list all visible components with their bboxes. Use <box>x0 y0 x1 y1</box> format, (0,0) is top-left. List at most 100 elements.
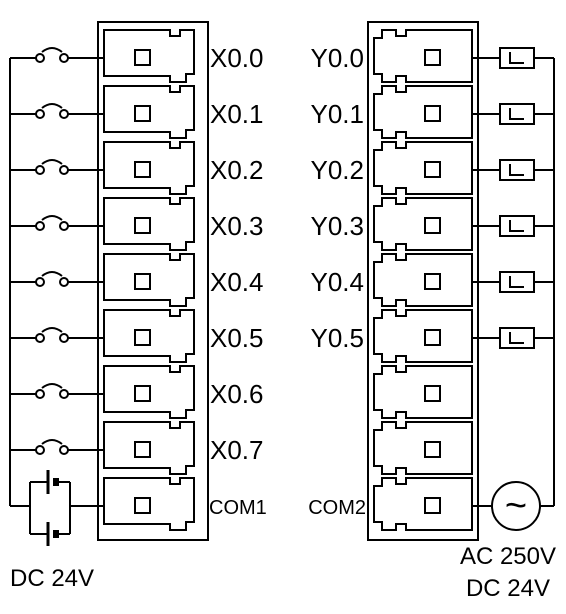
input-terminal <box>103 253 195 307</box>
terminal-cell <box>103 253 195 307</box>
switch-icon <box>10 159 104 175</box>
input-label: X0.2 <box>210 155 264 185</box>
input-terminal <box>103 365 195 419</box>
input-terminal <box>103 309 195 363</box>
contact <box>35 165 45 175</box>
switch-lever <box>41 271 63 277</box>
terminal-cell <box>373 421 473 475</box>
screw-icon <box>424 273 441 290</box>
switch-lever <box>41 159 63 165</box>
input-terminal <box>103 477 195 531</box>
terminal-cell <box>373 365 473 419</box>
output-label: Y0.5 <box>311 323 365 353</box>
screw-icon <box>134 105 151 122</box>
input-terminal <box>103 421 195 475</box>
contact <box>59 53 69 63</box>
input-terminal <box>103 85 195 139</box>
input-block-frame <box>97 21 209 541</box>
screw-icon <box>424 441 441 458</box>
input-common-label: COM1 <box>209 497 267 519</box>
terminal-cell <box>373 85 473 139</box>
input-label: X0.5 <box>210 323 264 353</box>
load-icon <box>472 103 554 125</box>
output-label: Y0.0 <box>311 43 365 73</box>
switch-lever <box>41 383 63 389</box>
load-box <box>499 103 535 125</box>
load-box <box>499 271 535 293</box>
terminal-cell <box>103 477 195 531</box>
contact <box>59 445 69 455</box>
input-label: X0.4 <box>210 267 264 297</box>
input-label: X0.6 <box>210 379 264 409</box>
switch-lever <box>41 47 63 53</box>
contact <box>59 389 69 399</box>
contact <box>35 109 45 119</box>
load-mark <box>509 108 524 120</box>
screw-icon <box>134 49 151 66</box>
switch-icon <box>10 47 104 63</box>
output-terminal-block <box>367 21 479 541</box>
input-label: X0.7 <box>210 435 264 465</box>
contact <box>59 165 69 175</box>
screw-icon <box>424 105 441 122</box>
load-mark <box>509 164 524 176</box>
ac-source-icon: ~ <box>472 481 554 531</box>
terminal-cell <box>103 365 195 419</box>
contact <box>35 389 45 399</box>
switch-icon <box>10 215 104 231</box>
switch-icon <box>10 383 104 399</box>
load-mark <box>509 52 524 64</box>
output-terminal <box>373 85 473 139</box>
battery-icon <box>10 470 104 546</box>
contact <box>35 445 45 455</box>
load-mark <box>509 220 524 232</box>
terminal-cell <box>103 421 195 475</box>
output-terminal <box>373 309 473 363</box>
output-supply-label-line2: DC 24V <box>466 575 550 602</box>
output-supply-label-line1: AC 250V <box>460 543 556 570</box>
load-box <box>499 47 535 69</box>
load-box <box>499 327 535 349</box>
terminal-cell <box>103 85 195 139</box>
output-label: Y0.2 <box>311 155 365 185</box>
switch-lever <box>41 439 63 445</box>
load-icon <box>472 271 554 293</box>
output-terminal <box>373 253 473 307</box>
contact <box>35 53 45 63</box>
input-terminal-block <box>97 21 209 541</box>
screw-icon <box>424 49 441 66</box>
terminal-cell <box>103 141 195 195</box>
terminal-cell <box>373 197 473 251</box>
input-label: X0.3 <box>210 211 264 241</box>
ac-source-symbol: ~ <box>505 485 527 527</box>
input-supply-label: DC 24V <box>10 565 94 592</box>
screw-icon <box>134 441 151 458</box>
load-icon <box>472 327 554 349</box>
output-terminal <box>373 477 473 531</box>
output-terminal <box>373 421 473 475</box>
input-terminal <box>103 141 195 195</box>
screw-icon <box>424 161 441 178</box>
screw-icon <box>134 161 151 178</box>
output-label: Y0.1 <box>311 99 365 129</box>
screw-icon <box>134 497 151 514</box>
screw-icon <box>134 329 151 346</box>
contact <box>59 333 69 343</box>
screw-icon <box>424 385 441 402</box>
contact <box>35 333 45 343</box>
switch-icon <box>10 271 104 287</box>
switch-icon <box>10 327 104 343</box>
terminal-cell <box>373 29 473 83</box>
output-terminal <box>373 197 473 251</box>
load-mark <box>509 332 524 344</box>
load-icon <box>472 47 554 69</box>
output-terminal <box>373 365 473 419</box>
input-wiring <box>9 47 104 546</box>
output-label: Y0.4 <box>311 267 365 297</box>
load-box <box>499 159 535 181</box>
terminal-labels: X0.0X0.1X0.2X0.3X0.4X0.5X0.6X0.7Y0.0Y0.1… <box>10 43 556 602</box>
terminal-cell <box>373 253 473 307</box>
terminal-cell <box>373 141 473 195</box>
input-terminal <box>103 197 195 251</box>
output-label: Y0.3 <box>311 211 365 241</box>
